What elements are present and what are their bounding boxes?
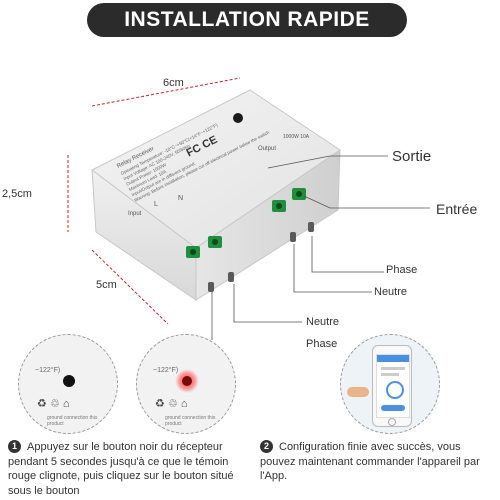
input-l-label: L <box>154 201 158 208</box>
zoom-button-blinking: ~122°F) ♻ ♲ ⌂ ground connection this pro… <box>136 334 236 434</box>
recycle-icons-right: ♻ ♲ ⌂ <box>155 398 188 410</box>
zoom-button-normal: ~122°F) ♻ ♲ ⌂ ground connection this pro… <box>18 334 118 434</box>
device-illustration: 6cm 2,5cm 5cm Relay Receiver Operating T… <box>2 77 430 340</box>
app-button[interactable] <box>381 405 405 411</box>
reset-button-zoom-right <box>182 376 192 386</box>
leader-lines <box>211 155 430 340</box>
output-ratings: 1000W 10A <box>283 134 310 140</box>
step-2-number: 2 <box>260 440 273 453</box>
zoom-right-fine-print: ground connection this product <box>165 415 216 427</box>
sortie-label: Sortie <box>392 148 432 165</box>
neutre-bottom-label: Neutre <box>306 316 340 328</box>
phone-screen <box>376 354 410 418</box>
reset-button[interactable] <box>233 113 243 123</box>
neutre-right-label: Neutre <box>374 286 408 298</box>
title-banner: INSTALLATION RAPIDE <box>87 3 407 37</box>
step-2-text: Configuration finie avec succès, vous po… <box>260 441 480 482</box>
input-n-label: N <box>178 195 183 202</box>
phone <box>372 345 412 427</box>
zoom-left-fine-print: ground connection this product <box>47 415 98 427</box>
depth-dimension: 5cm <box>96 279 117 291</box>
phone-circle <box>340 334 440 434</box>
entree-label: Entrée <box>436 201 478 217</box>
zoom-left-temp: ~122°F) <box>35 367 61 374</box>
zoom-right-temp: ~122°F) <box>153 367 179 374</box>
width-dimension: 6cm <box>163 77 184 89</box>
reset-button-zoom-left <box>63 375 75 387</box>
height-dimension: 2,5cm <box>2 188 32 200</box>
output-label: Output <box>258 146 276 152</box>
input-label: Input <box>128 211 142 217</box>
app-progress-ring <box>386 381 404 399</box>
terminals <box>186 188 306 258</box>
phase-right-label: Phase <box>386 264 418 276</box>
dimension-lines <box>67 77 241 325</box>
app-header-bar <box>377 355 409 362</box>
recycle-icons-left: ♻ ♲ ⌂ <box>37 398 70 410</box>
page-title: INSTALLATION RAPIDE <box>124 8 370 31</box>
wire-holes <box>208 222 314 292</box>
phase-bottom-label: Phase <box>306 338 338 350</box>
relay-device: Relay Receiver Operating Temperature: -1… <box>91 89 341 301</box>
step-1-text: Appuyez sur le bouton noir du récepteur … <box>8 441 234 497</box>
home-button <box>388 418 396 426</box>
step-1-number: 1 <box>8 440 21 453</box>
finger <box>347 387 369 397</box>
